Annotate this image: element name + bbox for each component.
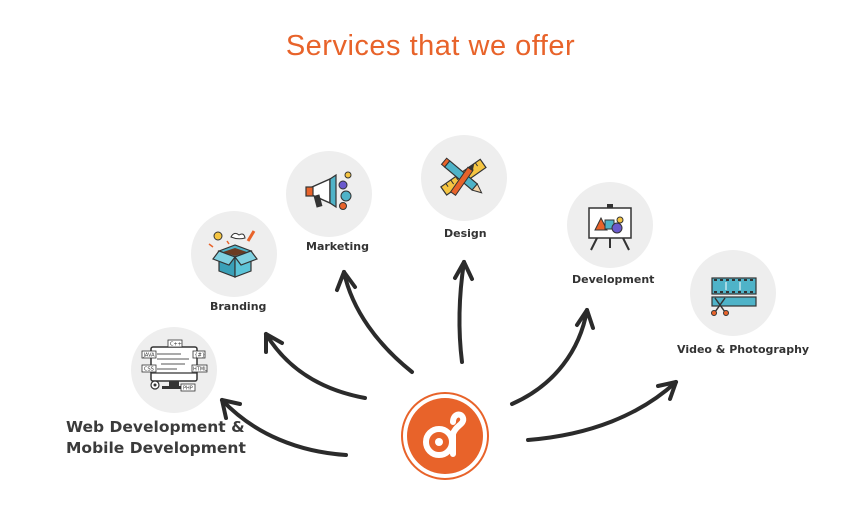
marketing-label: Marketing — [306, 240, 370, 253]
web-development-label-line2: Mobile Development — [66, 439, 246, 457]
megaphone-icon — [305, 171, 352, 210]
page-title: Services that we offer — [285, 30, 576, 62]
branding-node[interactable] — [191, 211, 277, 297]
arrow-design — [457, 260, 466, 364]
code-screen-icon: JAVA C++ {#} CSS HTML PHP — [141, 339, 208, 392]
design-label: Design — [444, 227, 487, 240]
video-photography-node[interactable] — [690, 250, 776, 336]
film-strip-icon — [711, 277, 757, 316]
arrow-video — [526, 380, 678, 442]
design-node[interactable] — [421, 135, 507, 221]
web-development-label: Web Development & Mobile Development — [66, 417, 266, 459]
company-logo-icon — [401, 392, 489, 480]
center-logo[interactable] — [401, 392, 489, 480]
presentation-board-icon — [588, 204, 632, 251]
arrow-branding — [264, 332, 367, 400]
code-tag: CSS — [144, 367, 154, 373]
open-box-icon — [208, 230, 258, 278]
code-tag: {#} — [195, 353, 206, 359]
branding-label: Branding — [210, 300, 267, 313]
web-development-label-line1: Web Development & — [66, 418, 245, 436]
arrow-web — [220, 398, 348, 457]
code-tag: PHP — [183, 386, 193, 392]
marketing-node[interactable] — [286, 151, 372, 237]
arrow-development — [510, 308, 589, 406]
development-node[interactable] — [567, 182, 653, 268]
code-tag: HTML — [193, 367, 207, 373]
development-label: Development — [572, 273, 655, 286]
web-development-node[interactable]: JAVA C++ {#} CSS HTML PHP — [131, 327, 217, 413]
code-tag: JAVA — [143, 353, 156, 359]
code-tag: C++ — [170, 342, 182, 348]
pencil-ruler-icon — [440, 157, 487, 196]
video-photography-label: Video & Photography — [677, 343, 810, 356]
arrow-marketing — [342, 270, 414, 374]
